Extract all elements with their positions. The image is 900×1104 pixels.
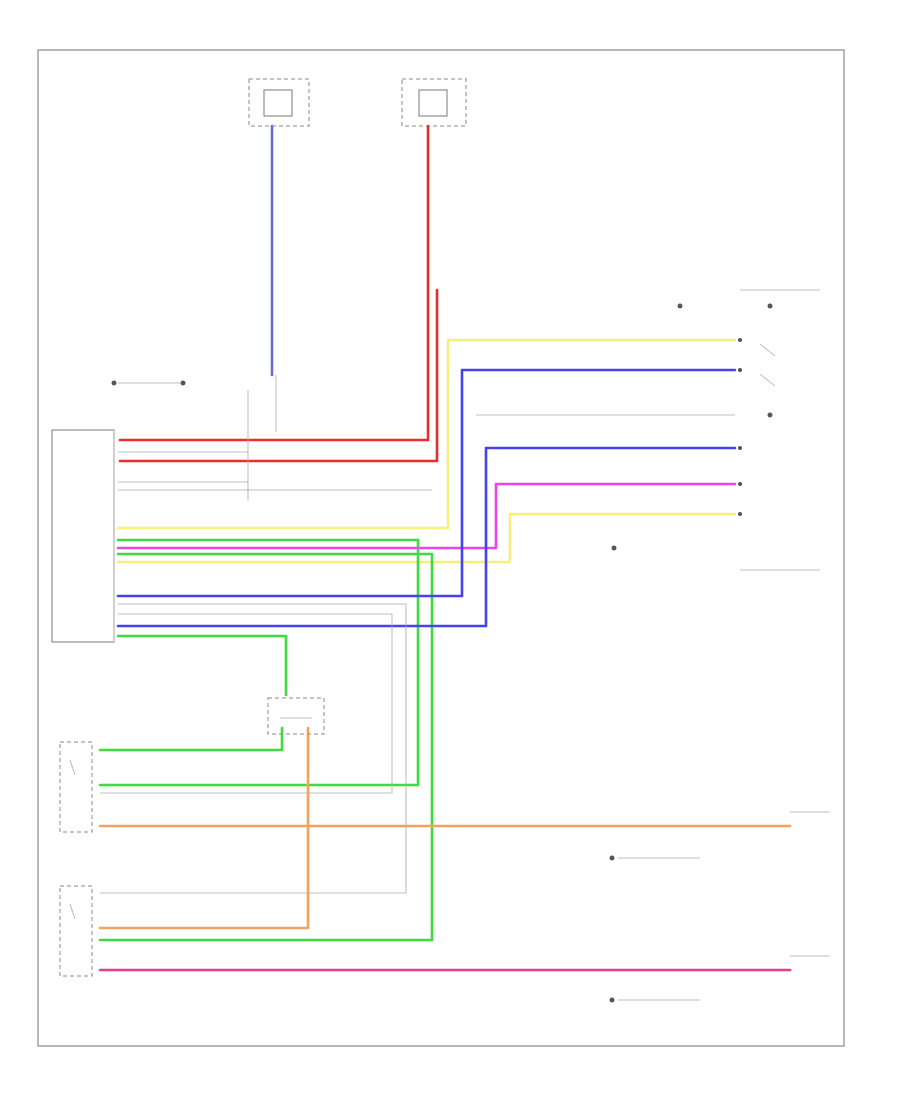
wire-red-main xyxy=(118,124,430,442)
right-rear-seat-switch xyxy=(59,885,93,977)
wire-green-4 xyxy=(98,726,284,752)
wire-green-1 xyxy=(98,538,420,787)
driver-seat-module xyxy=(51,429,115,643)
fuse-block-left-outline xyxy=(248,78,310,127)
intermediate-connector-outline xyxy=(267,697,325,735)
ground-top xyxy=(111,380,186,386)
fuse-block-right xyxy=(401,78,467,127)
right-rear-seat-switch-outline xyxy=(59,885,93,977)
fuse-block-left xyxy=(248,78,310,127)
wire-red-second xyxy=(118,288,439,463)
wire-yellow-1 xyxy=(116,338,737,530)
wire-orange-2 xyxy=(98,726,310,930)
left-rear-seat-switch-outline xyxy=(59,741,93,833)
wire-gray-2 xyxy=(100,613,393,794)
left-rear-seat-switch xyxy=(59,741,93,833)
intermediate-connector xyxy=(267,697,325,735)
wire-green-2 xyxy=(98,552,434,942)
fuse-right-box xyxy=(418,89,448,117)
wire-blue-1 xyxy=(116,368,737,598)
diagram-frame xyxy=(37,49,845,1047)
wire-magenta xyxy=(116,482,737,550)
fuse-block-right-outline xyxy=(401,78,467,127)
wire-gray-1 xyxy=(100,603,407,894)
fuse-left-box xyxy=(263,89,293,117)
bottom-right-grounds xyxy=(609,811,830,1003)
driver-seat-module-body xyxy=(51,429,115,643)
wire-green-3 xyxy=(116,634,288,697)
wire-blue-2 xyxy=(116,446,737,628)
wire-yellow-2 xyxy=(116,512,737,564)
ground-top-area xyxy=(52,384,252,390)
right-connector-pins xyxy=(611,289,820,571)
